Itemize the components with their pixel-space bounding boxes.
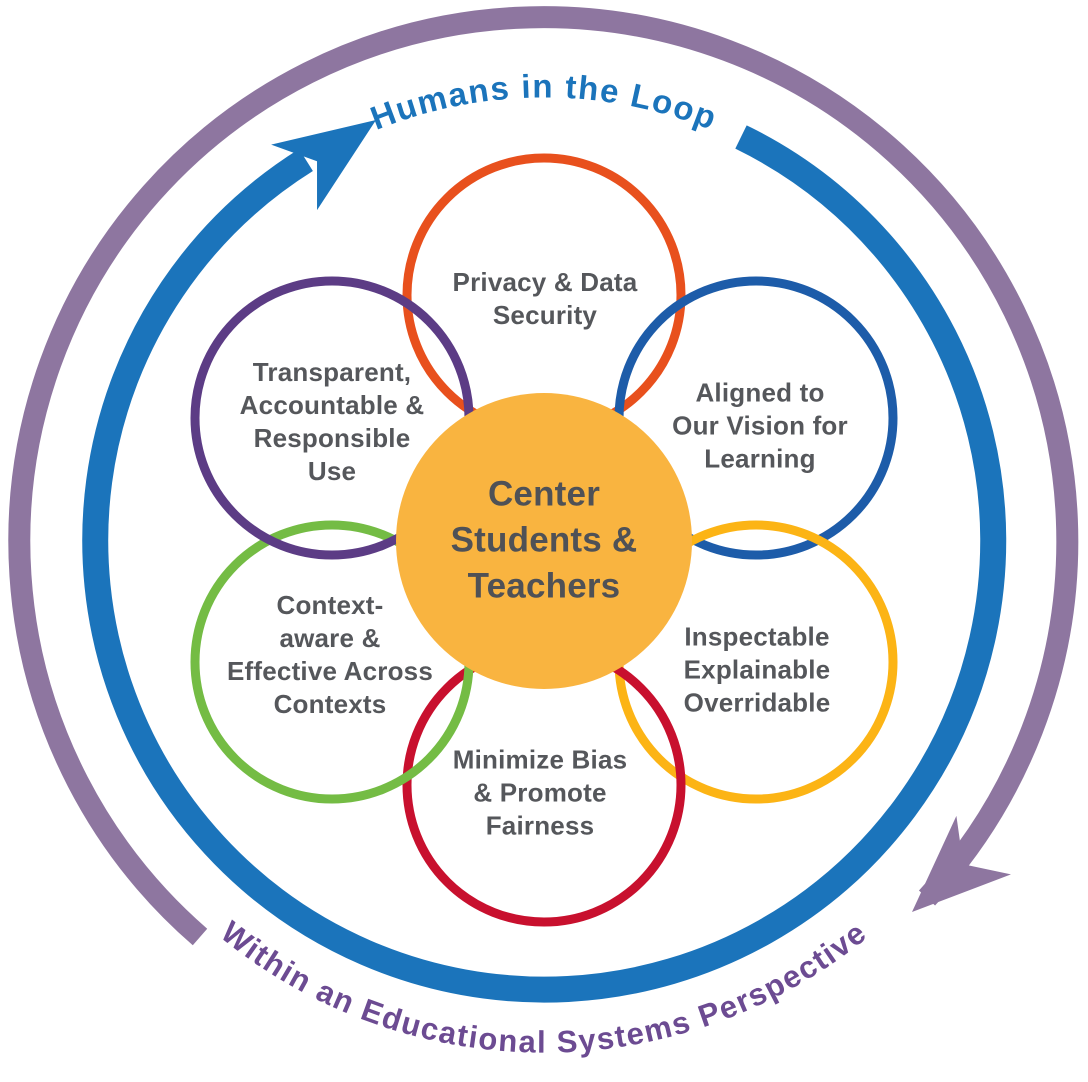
petal-label-minimize: Minimize Bias & Promote Fairness <box>452 744 628 841</box>
inner-ring-label: Humans in the Loop <box>365 67 722 136</box>
petal-label-transparent: Transparent, Accountable & Responsible U… <box>239 356 425 487</box>
petal-label-privacy: Privacy & Data Security <box>452 266 638 330</box>
inner-ring-arrow <box>82 125 1007 1003</box>
inner-ring-label-text: Humans in the Loop <box>365 67 721 136</box>
inner-ring-arrowhead-icon <box>271 120 376 211</box>
petal-label-aligned: Aligned to Our Vision for Learning <box>672 377 848 474</box>
center-circle <box>396 393 692 689</box>
outer-ring-arrow <box>8 6 1079 946</box>
petal-label-inspectable: Inspectable Explainable Overridable <box>683 621 831 718</box>
petal-label-context: Context- aware & Effective Across Contex… <box>227 589 433 720</box>
arrowhead-shape <box>271 120 376 211</box>
center-circle-label: Center Students & Teachers <box>450 474 638 607</box>
outer-ring-arrowhead-icon <box>912 815 1011 912</box>
arrowhead-shape <box>912 815 1011 912</box>
